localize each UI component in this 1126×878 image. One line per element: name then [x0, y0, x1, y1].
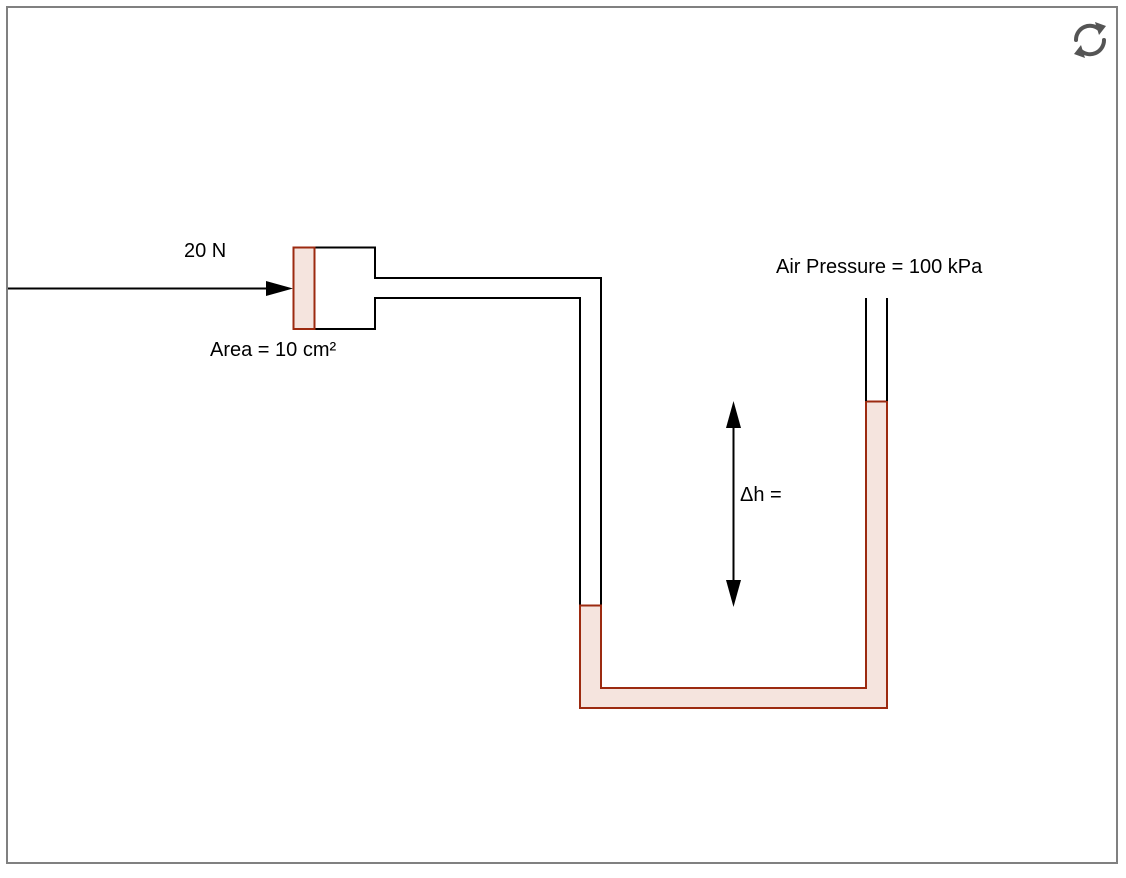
diagram-frame: [6, 6, 1118, 864]
delta-h-label: Δh =: [740, 484, 782, 506]
air-pressure-label: Air Pressure = 100 kPa: [776, 256, 983, 278]
delta-h-arrow: [726, 401, 741, 607]
reload-button[interactable]: [1066, 16, 1114, 64]
cylinder-outer-wall: [314, 246, 602, 606]
delta-h-arrow-up: [726, 401, 741, 428]
delta-h-arrow-down: [726, 580, 741, 607]
reload-icon: [1073, 22, 1107, 58]
area-label: Area = 10 cm²: [210, 339, 337, 361]
force-arrow: [8, 281, 293, 296]
force-label: 20 N: [184, 240, 226, 262]
force-arrow-head: [266, 281, 293, 296]
cylinder-inner-wall: [314, 297, 581, 606]
cylinder: [314, 246, 602, 606]
piston: [292, 246, 316, 330]
manometer-liquid: [579, 400, 888, 709]
right-tube-open-end: [865, 298, 888, 401]
